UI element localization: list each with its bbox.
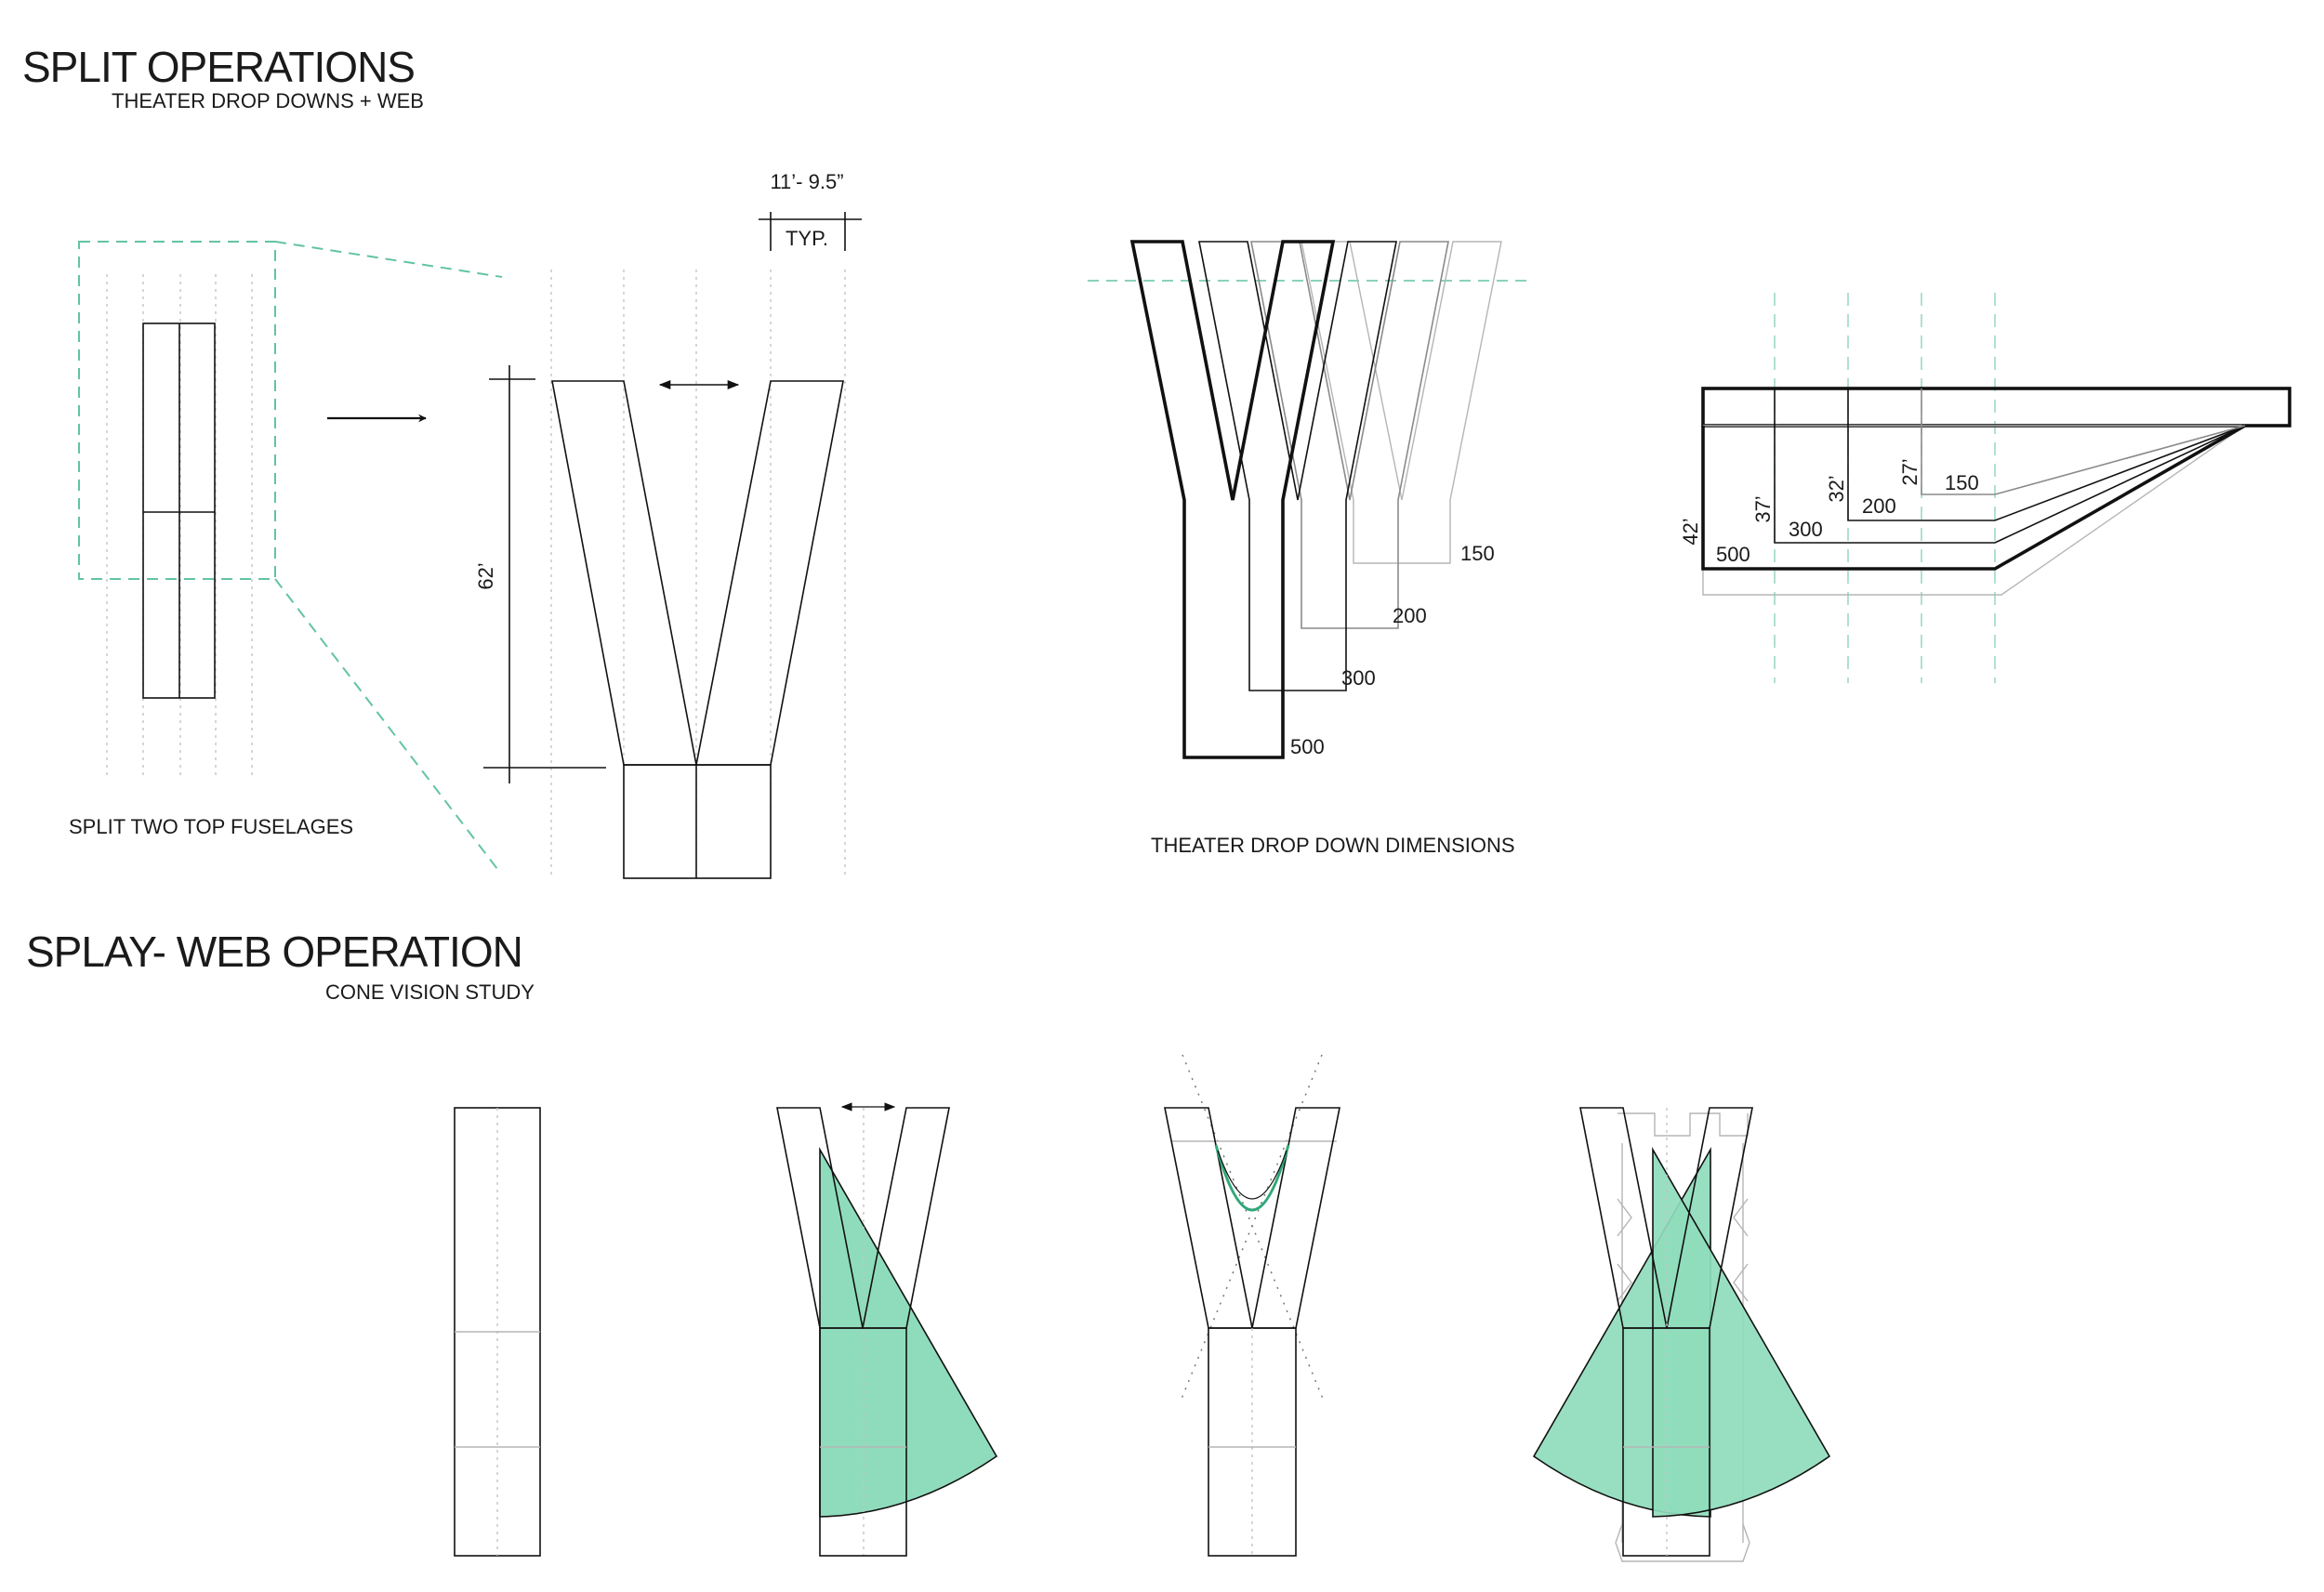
section-label-300: 300: [1789, 518, 1823, 541]
height-label-32: 32’: [1825, 475, 1848, 502]
plan-label-200: 200: [1393, 604, 1427, 627]
grid-lines: [550, 270, 846, 878]
section-label-500: 500: [1716, 543, 1750, 566]
theater-dropdown-section: 150 200 300 500 27’ 32’ 37’ 42’: [1679, 293, 2291, 683]
splay-web-title: SPLAY- WEB OPERATION: [26, 928, 522, 976]
zoom-callout: [78, 241, 503, 870]
height-label-37: 37’: [1751, 495, 1775, 522]
splay-step-4-combined-cones: [1532, 1107, 1831, 1562]
plan-label-500: 500: [1290, 735, 1325, 758]
section-label-150: 150: [1945, 471, 1979, 494]
section-label-200: 200: [1862, 494, 1896, 518]
splay-web-subtitle: CONE VISION STUDY: [325, 980, 535, 1004]
splay-step-1-fuselage: [454, 1107, 541, 1557]
caption-split-fuselages: SPLIT TWO TOP FUSELAGES: [69, 815, 353, 838]
height-label-42: 42’: [1679, 518, 1702, 545]
split-y-detail: 62’ 11’- 9.5” TYP.: [474, 170, 862, 879]
splay-step-2-cone: [776, 1102, 998, 1557]
top-fuselages: [142, 322, 216, 699]
height-label-27: 27’: [1898, 458, 1921, 485]
height-62-label: 62’: [474, 562, 497, 589]
split-operations-subtitle: THEATER DROP DOWNS + WEB: [112, 89, 424, 112]
caption-theater-dimensions: THEATER DROP DOWN DIMENSIONS: [1151, 834, 1515, 857]
width-dimension: 11’- 9.5” TYP.: [759, 170, 862, 251]
theater-dropdown-plan: 150 200 300 500 THEATER DROP DOWN DIMENS…: [1088, 240, 1534, 857]
splay-step-3-sightlines: [1164, 1054, 1340, 1557]
plan-seat-labels: 150 200 300 500: [1290, 542, 1495, 758]
y-shape: [551, 380, 844, 879]
height-dimension: 62’: [474, 365, 606, 783]
plan-label-300: 300: [1341, 666, 1376, 690]
plan-label-150: 150: [1460, 542, 1495, 565]
section-seat-labels: 150 200 300 500: [1716, 471, 1979, 566]
width-label: 11’- 9.5”: [770, 170, 843, 193]
fuselage-plan-diagram: SPLIT TWO TOP FUSELAGES: [69, 241, 503, 870]
vision-cone-right: [1652, 1147, 1831, 1518]
vision-cone: [819, 1147, 998, 1518]
web-curve: [1214, 1144, 1290, 1212]
section-height-labels: 27’ 32’ 37’ 42’: [1679, 458, 1921, 545]
split-operations-title: SPLIT OPERATIONS: [22, 43, 415, 91]
typ-label: TYP.: [786, 227, 828, 250]
